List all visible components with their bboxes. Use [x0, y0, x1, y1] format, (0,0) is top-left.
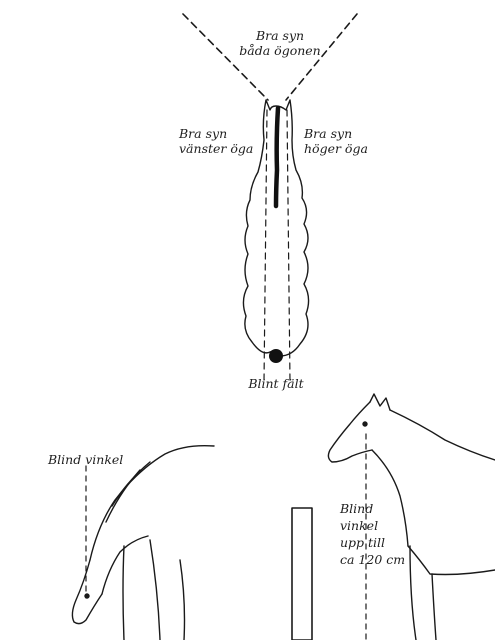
right-eye-label: Bra syn höger öga [304, 126, 368, 156]
grazing-horse-mane [106, 462, 150, 522]
right-eye-label-line1: Bra syn [304, 126, 368, 141]
standing-blind-label-line3: upp till [340, 534, 405, 551]
blind-field-label: Blint fält [236, 376, 316, 391]
height-post [292, 508, 312, 640]
standing-blind-label-line2: vinkel [340, 517, 405, 534]
left-eye-label: Bra syn vänster öga [179, 126, 253, 156]
standing-blind-label-line4: ca 120 cm [340, 551, 405, 568]
standing-horse-head-front [328, 402, 372, 462]
tail-blind-mark [269, 349, 283, 363]
grazing-horse-head [72, 560, 102, 624]
left-eye-label-line2: vänster öga [179, 141, 253, 156]
standing-horse-leg-1 [410, 546, 416, 640]
grazing-horse-throat [102, 536, 148, 594]
grazing-horse-front-leg-1 [123, 546, 124, 640]
grazing-horse [72, 446, 214, 640]
standing-horse-ears [370, 394, 390, 410]
grazing-blind-angle-label: Blind vinkel [48, 452, 123, 467]
both-eyes-label-line2: båda ögonen [238, 43, 322, 58]
grazing-horse-hind-leg [180, 560, 185, 640]
standing-horse-eye [363, 422, 367, 426]
left-eye-label-line1: Bra syn [179, 126, 253, 141]
both-eyes-label-line1: Bra syn [238, 28, 322, 43]
standing-blind-angle-label: Blind vinkel upp till ca 120 cm [340, 500, 405, 568]
standing-blind-label-line1: Blind [340, 500, 405, 517]
standing-horse-chest [408, 546, 495, 575]
right-eye-label-line2: höger öga [304, 141, 368, 156]
both-eyes-label: Bra syn båda ögonen [238, 28, 322, 58]
standing-horse-neck-back [390, 410, 495, 460]
standing-horse-leg-2 [432, 574, 436, 640]
grazing-horse-front-leg-2 [150, 540, 160, 640]
mane-marking [276, 108, 278, 206]
